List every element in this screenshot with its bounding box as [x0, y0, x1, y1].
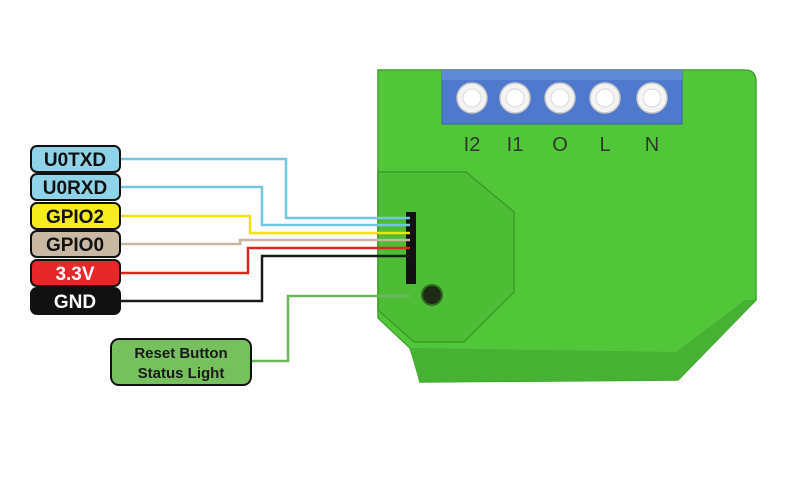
terminal-block-top: [442, 70, 682, 80]
pin-box-u0txd: [30, 145, 121, 173]
pin-label-u0txd: U0TXD: [44, 150, 106, 171]
pin-label-gpio0: GPIO0: [46, 235, 104, 256]
wire-u0txd: [120, 157, 410, 220]
pin-box-33v: [30, 259, 121, 287]
wire-33v: [120, 246, 410, 275]
wire-u0rxd: [120, 185, 410, 227]
note-line-2: Status Light: [138, 365, 225, 382]
terminal-label-l: L: [599, 134, 610, 156]
pin-label-u0rxd: U0RXD: [43, 178, 107, 199]
wire-gnd: [120, 254, 410, 303]
pin-box-gnd: [30, 287, 121, 315]
note-wire: [250, 294, 410, 363]
terminal-screw-head: [595, 88, 615, 108]
pin-label-33v: 3.3V: [55, 264, 94, 285]
board-ledge: [410, 300, 756, 382]
wire-gpio2: [120, 214, 410, 235]
wire-gpio0: [120, 238, 410, 246]
pin-box-gpio2: [30, 202, 121, 230]
terminal-screw-head: [462, 88, 482, 108]
terminal-labels: I2 I1 O L N: [464, 134, 660, 156]
terminal-screw-head: [642, 88, 662, 108]
note-box: [110, 338, 252, 386]
pin-label-gpio2: GPIO2: [46, 207, 104, 228]
reset-button-hole[interactable]: [421, 284, 443, 306]
pin-label-gnd: GND: [54, 292, 96, 313]
note-line-1: Reset Button: [134, 345, 227, 362]
wires: [120, 157, 410, 303]
terminal-screw-head: [505, 88, 525, 108]
pin-header: [406, 212, 416, 284]
terminal-screws: [456, 82, 668, 114]
terminal-label-o: O: [552, 134, 568, 156]
terminal-label-i2: I2: [464, 134, 481, 156]
terminal-label-n: N: [645, 134, 659, 156]
pin-box-gpio0: [30, 230, 121, 258]
pin-box-u0rxd: [30, 173, 121, 201]
terminal-label-i1: I1: [507, 134, 524, 156]
terminal-screw-head: [550, 88, 570, 108]
